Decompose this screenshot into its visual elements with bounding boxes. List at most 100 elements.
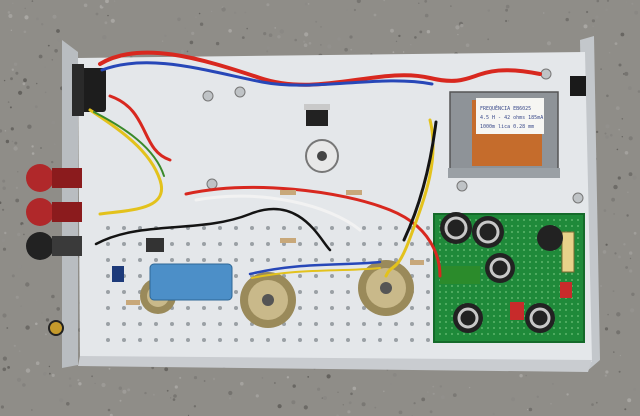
gravel-speck — [241, 36, 245, 39]
vent-hole — [250, 242, 254, 246]
gravel-speck — [0, 405, 4, 409]
vent-hole — [378, 242, 382, 246]
gravel-speck — [261, 377, 264, 379]
pcb-pad — [541, 255, 543, 257]
pcb-pad — [541, 219, 543, 221]
vent-hole — [186, 338, 190, 342]
vent-hole — [394, 258, 398, 262]
gravel-speck — [228, 29, 232, 33]
pcb-pad — [547, 297, 549, 299]
pcb-pad — [565, 315, 567, 317]
gravel-speck — [606, 94, 609, 98]
pcb-pad — [511, 333, 513, 335]
pcb-pad — [481, 267, 483, 269]
choke-center — [317, 151, 327, 161]
gravel-speck — [452, 393, 457, 397]
pcb-pad — [577, 285, 579, 287]
gravel-speck — [583, 24, 588, 29]
pcb-pad — [529, 231, 531, 233]
gravel-speck — [45, 333, 47, 336]
pcb-pad — [517, 237, 519, 239]
pcb-pad — [559, 321, 561, 323]
pcb-pad — [517, 291, 519, 293]
gravel-speck — [266, 50, 269, 53]
gravel-speck — [0, 129, 3, 133]
transformer-label-line3: 1000m lica 0.28 mm — [480, 124, 534, 130]
gravel-speck — [240, 381, 244, 386]
gravel-speck — [277, 35, 281, 39]
pcb-pad — [559, 309, 561, 311]
gravel-speck — [11, 274, 15, 278]
vent-hole — [186, 306, 190, 310]
vent-hole — [106, 306, 110, 310]
pcb-pad — [577, 225, 579, 227]
pcb-pad — [571, 327, 573, 329]
vent-hole — [346, 274, 350, 278]
gravel-speck — [35, 361, 40, 366]
pcb-pad — [451, 255, 453, 257]
vent-hole — [186, 242, 190, 246]
gravel-speck — [31, 152, 35, 155]
pcb-pad — [547, 267, 549, 269]
pcb-pad — [445, 255, 447, 257]
gravel-speck — [4, 231, 7, 235]
gravel-speck — [347, 410, 351, 414]
standoff-5 — [540, 68, 552, 80]
vent-hole — [218, 306, 222, 310]
yellow-black-twist — [384, 118, 435, 278]
pcb-pad — [523, 243, 525, 245]
pcb-pad — [463, 255, 465, 257]
filter-capacitor-5 — [525, 303, 555, 333]
iec-socket-frame — [72, 64, 84, 116]
pcb-pad — [505, 291, 507, 293]
pcb-pad — [487, 327, 489, 329]
gravel-speck — [349, 35, 353, 39]
pcb-pad — [481, 291, 483, 293]
pcb-pad — [541, 225, 543, 227]
filter-capacitor-3 — [485, 253, 515, 283]
pcb-pad — [553, 327, 555, 329]
gravel-speck — [27, 124, 32, 129]
pcb-pad — [511, 327, 513, 329]
pcb-pad — [445, 261, 447, 263]
gravel-speck — [110, 18, 115, 23]
gravel-speck — [429, 410, 433, 414]
gravel-speck — [625, 266, 628, 269]
pcb-pad — [505, 243, 507, 245]
transformer-label-line1: FREQUÊNCIA EB6025 — [480, 104, 531, 112]
pcb-pad — [505, 249, 507, 251]
speaker-terminal-3 — [26, 232, 54, 260]
gravel-speck — [164, 34, 167, 37]
pcb-pad — [529, 249, 531, 251]
vent-hole — [362, 226, 366, 230]
gravel-speck — [605, 243, 608, 246]
gravel-speck — [608, 51, 611, 54]
speaker-terminal-2 — [26, 198, 54, 226]
gravel-speck — [18, 368, 21, 370]
gravel-speck — [193, 405, 197, 408]
pcb-pad — [475, 285, 477, 287]
gravel-speck — [432, 392, 435, 395]
vent-hole — [122, 322, 126, 326]
gravel-speck — [426, 30, 431, 34]
pcb-pad — [577, 327, 579, 329]
pcb-pad — [493, 315, 495, 317]
resistor-5 — [126, 300, 140, 305]
pcb-pad — [565, 279, 567, 281]
vent-hole — [362, 258, 366, 262]
gravel-speck — [1, 238, 6, 243]
pcb-pad — [517, 327, 519, 329]
gravel-speck — [77, 379, 80, 382]
gravel-speck — [605, 135, 609, 139]
gravel-speck — [624, 408, 627, 411]
gravel-speck — [633, 387, 637, 391]
gravel-speck — [44, 66, 46, 68]
pcb-pad — [541, 291, 543, 293]
pcb-pad — [577, 303, 579, 305]
gravel-speck — [465, 43, 470, 47]
pcb-pad — [487, 315, 489, 317]
vent-hole — [426, 322, 430, 326]
gravel-speck — [234, 11, 237, 14]
pcb-pad — [553, 309, 555, 311]
gravel-speck — [424, 13, 429, 18]
